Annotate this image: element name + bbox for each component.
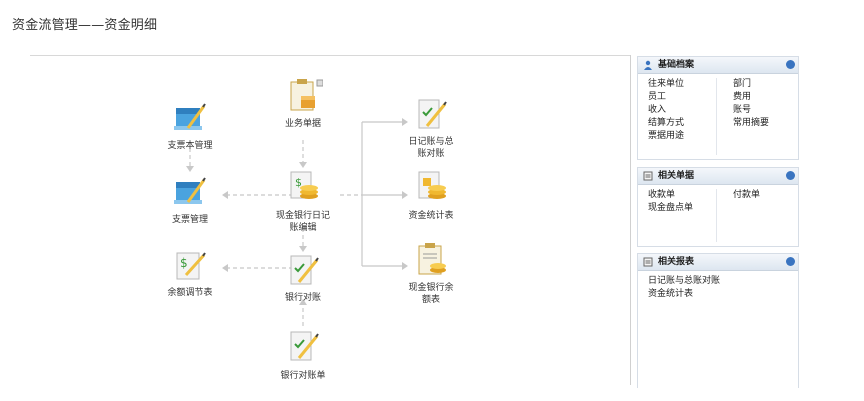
balance-adjust-label: 余额调节表	[167, 288, 213, 298]
collapse-icon[interactable]	[786, 60, 795, 69]
cash-bank-balance-icon	[411, 240, 451, 280]
bank-statement-label: 银行对账单	[280, 371, 326, 381]
page-title: 资金流管理——资金明细	[12, 18, 158, 33]
link-income[interactable]: 收入	[648, 105, 667, 115]
balance-adjust-node[interactable]: $ 余额调节表	[150, 245, 230, 299]
column-divider	[716, 189, 717, 242]
link-settlement-method[interactable]: 结算方式	[648, 118, 685, 128]
bank-statement-icon	[283, 328, 323, 368]
related-docs-panel: 相关单据 收款单 现金盘点单 付款单	[637, 167, 799, 247]
cheque-book-icon	[170, 98, 210, 138]
cheque-book-node[interactable]: 支票本管理	[150, 98, 230, 152]
related-docs-header[interactable]: 相关单据	[638, 168, 798, 185]
journal-ledger-check-icon	[411, 94, 451, 134]
basic-records-header[interactable]: 基础档案	[638, 57, 798, 74]
fund-stats-node[interactable]: 资金统计表	[391, 168, 471, 222]
fund-stats-label: 资金统计表	[408, 211, 454, 221]
link-counterparty[interactable]: 往来单位	[648, 79, 685, 89]
document-icon	[643, 171, 653, 181]
report-icon	[643, 257, 653, 267]
related-reports-title: 相关报表	[658, 257, 695, 267]
column-divider	[716, 78, 717, 155]
bank-reconcile-icon	[283, 250, 323, 290]
cheque-label: 支票管理	[171, 215, 208, 225]
journal-ledger-check-node[interactable]: 日记账与总账对账	[391, 94, 471, 160]
flow-canvas	[30, 55, 630, 391]
related-docs-title: 相关单据	[658, 171, 695, 181]
link-payment[interactable]: 付款单	[733, 190, 761, 200]
related-reports-header[interactable]: 相关报表	[638, 254, 798, 271]
balance-adjust-icon: $	[170, 245, 210, 285]
cheque-book-label: 支票本管理	[167, 141, 213, 151]
canvas-divider	[630, 55, 631, 385]
business-docs-icon	[283, 76, 324, 116]
link-journal-ledger-check[interactable]: 日记账与总账对账	[648, 276, 721, 286]
bank-reconcile-node[interactable]: 银行对账	[263, 250, 343, 304]
bank-statement-node[interactable]: 银行对账单	[263, 328, 343, 382]
basic-records-title: 基础档案	[658, 60, 695, 70]
svg-text:$: $	[295, 176, 302, 189]
collapse-icon[interactable]	[786, 171, 795, 180]
link-expense[interactable]: 费用	[733, 92, 752, 102]
collapse-icon[interactable]	[786, 257, 795, 266]
cash-bank-balance-node[interactable]: 现金银行余额表	[391, 240, 471, 306]
related-reports-panel: 相关报表 日记账与总账对账 资金统计表	[637, 253, 799, 388]
basic-records-panel: 基础档案 往来单位 员工 收入 结算方式 票据用途 部门 费用 账号 常用摘要	[637, 56, 799, 160]
link-employee[interactable]: 员工	[648, 92, 667, 102]
link-fund-stats[interactable]: 资金统计表	[648, 289, 694, 299]
link-receipt[interactable]: 收款单	[648, 190, 676, 200]
cash-bank-journal-label: 现金银行日记账编辑	[275, 211, 330, 233]
bank-reconcile-label: 银行对账	[284, 293, 321, 303]
link-note-purpose[interactable]: 票据用途	[648, 131, 685, 141]
user-icon	[644, 60, 652, 70]
link-account[interactable]: 账号	[733, 105, 752, 115]
svg-text:$: $	[180, 256, 188, 270]
journal-ledger-check-label: 日记账与总账对账	[408, 137, 454, 159]
link-department[interactable]: 部门	[733, 79, 752, 89]
fund-stats-icon	[411, 168, 451, 208]
cash-bank-journal-node[interactable]: $ 现金银行日记账编辑	[263, 168, 343, 234]
link-common-summary[interactable]: 常用摘要	[733, 118, 770, 128]
business-docs-node[interactable]: 业务单据	[263, 76, 343, 130]
cash-bank-journal-icon: $	[283, 168, 323, 208]
link-cash-count[interactable]: 现金盘点单	[648, 203, 694, 213]
cash-bank-balance-label: 现金银行余额表	[408, 283, 454, 305]
business-docs-label: 业务单据	[284, 119, 321, 129]
cheque-node[interactable]: 支票管理	[150, 172, 230, 226]
cheque-icon	[170, 172, 210, 212]
